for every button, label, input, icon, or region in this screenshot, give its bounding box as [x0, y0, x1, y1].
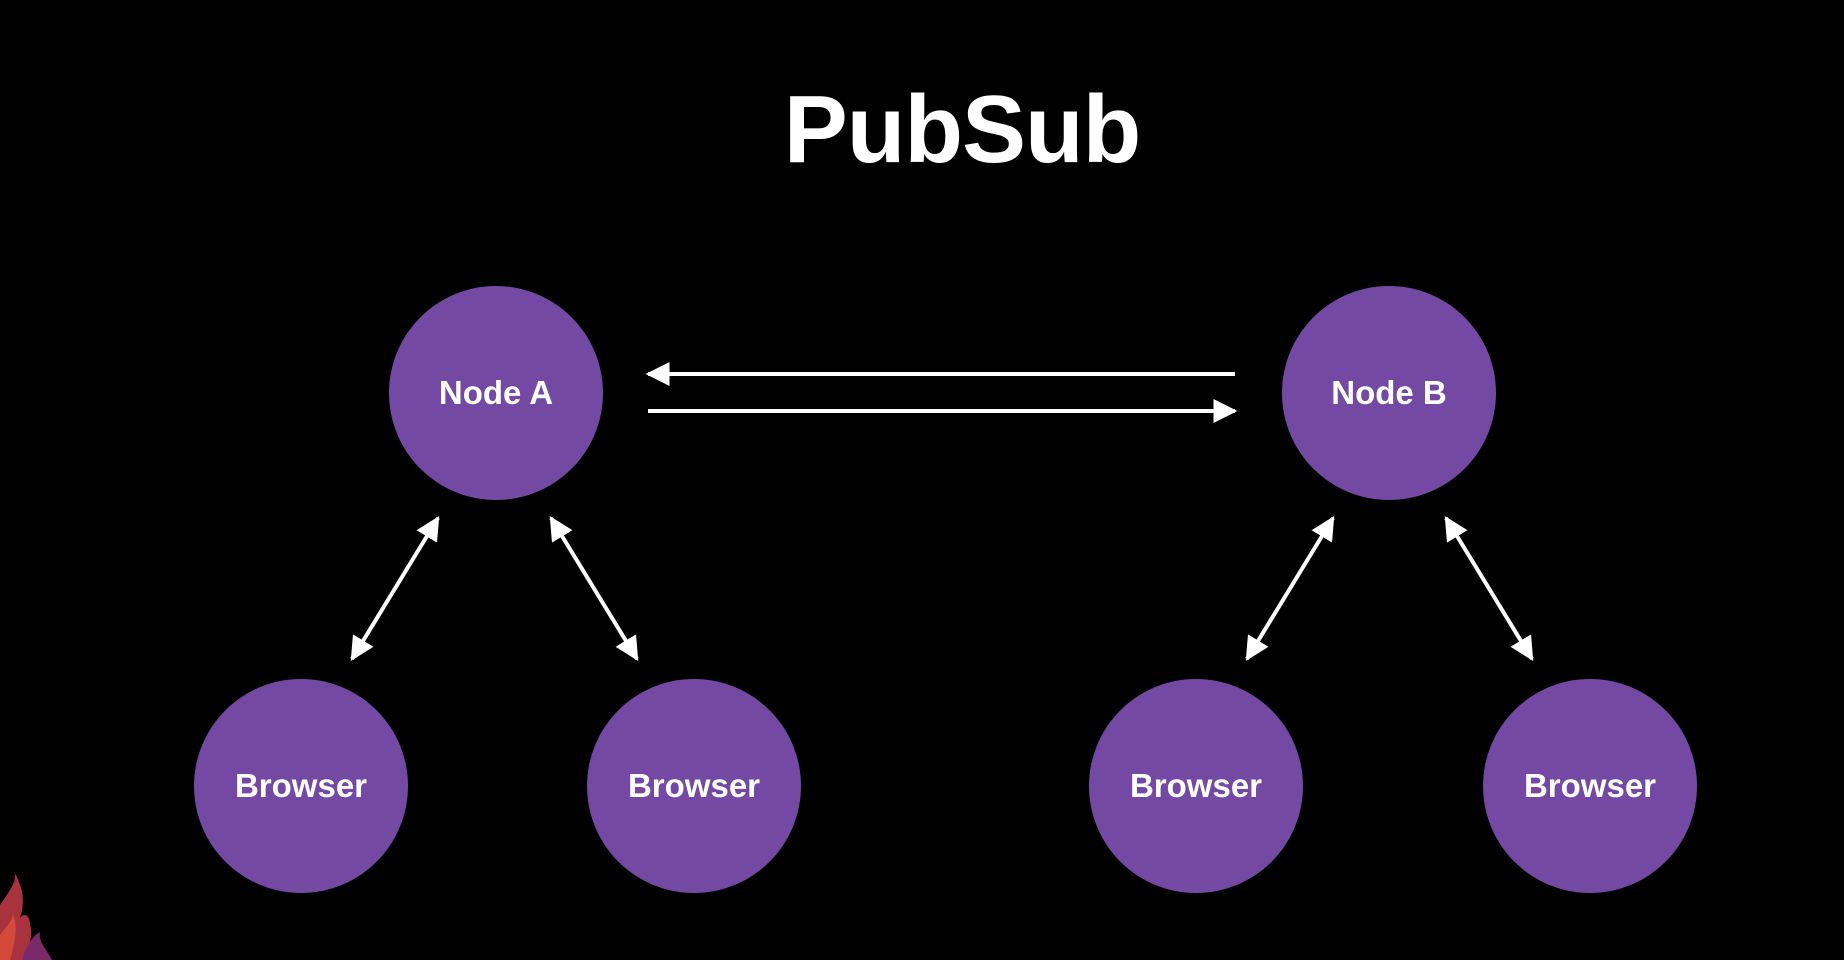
- arrow-node-b-browser-b2: [1444, 515, 1534, 662]
- node-a: Node A: [389, 286, 603, 500]
- arrow-node-a-browser-a2: [549, 515, 639, 662]
- browser-b1-label: Browser: [1129, 767, 1263, 804]
- browser-b1: Browser: [1089, 679, 1303, 893]
- arrow-node-b-browser-b1: [1245, 515, 1335, 662]
- flame-logo-icon: [0, 872, 52, 960]
- browser-a1-label: Browser: [234, 767, 368, 804]
- browser-a2: Browser: [587, 679, 801, 893]
- slide-title: PubSub: [783, 76, 1142, 183]
- browser-a2-label: Browser: [627, 767, 761, 804]
- node-b-label: Node B: [1331, 374, 1447, 411]
- browser-b2-label: Browser: [1523, 767, 1657, 804]
- arrow-node-a-browser-a1: [350, 515, 440, 662]
- node-a-label: Node A: [438, 374, 554, 411]
- browser-a1: Browser: [194, 679, 408, 893]
- node-b: Node B: [1282, 286, 1496, 500]
- browser-b2: Browser: [1483, 679, 1697, 893]
